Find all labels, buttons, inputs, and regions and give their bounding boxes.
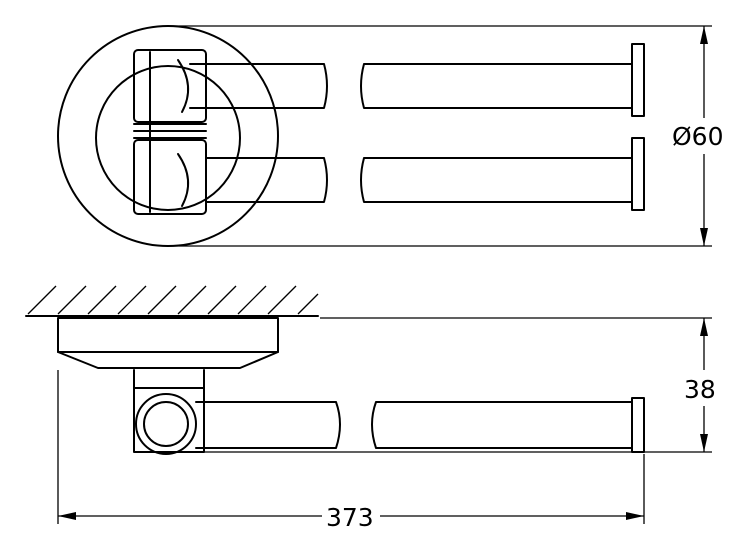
wall-plate-inner bbox=[95, 65, 241, 211]
side-view: 38 373 bbox=[25, 285, 724, 534]
side-arm-end-cap bbox=[631, 397, 645, 453]
top-view: Ø60 bbox=[57, 25, 738, 247]
length-label: 373 bbox=[326, 503, 374, 532]
upper-arm bbox=[177, 43, 645, 117]
wall-hatching bbox=[25, 285, 319, 317]
side-wall-plate bbox=[57, 317, 279, 369]
side-hinge-ring-outer bbox=[135, 393, 197, 455]
side-hinge-ring-inner bbox=[143, 401, 189, 447]
depth-label: 38 bbox=[684, 375, 716, 404]
upper-arm-end-cap bbox=[631, 43, 645, 117]
side-hinge bbox=[133, 369, 205, 453]
lower-arm-end-cap bbox=[631, 137, 645, 211]
hinge-block-bottom bbox=[133, 139, 207, 215]
diameter-label: Ø60 bbox=[672, 122, 724, 151]
side-arm bbox=[195, 401, 341, 449]
hinge-block bbox=[133, 49, 207, 215]
wall-plate-outer bbox=[57, 25, 279, 247]
lower-arm bbox=[177, 137, 645, 211]
hinge-block-top bbox=[133, 49, 207, 123]
